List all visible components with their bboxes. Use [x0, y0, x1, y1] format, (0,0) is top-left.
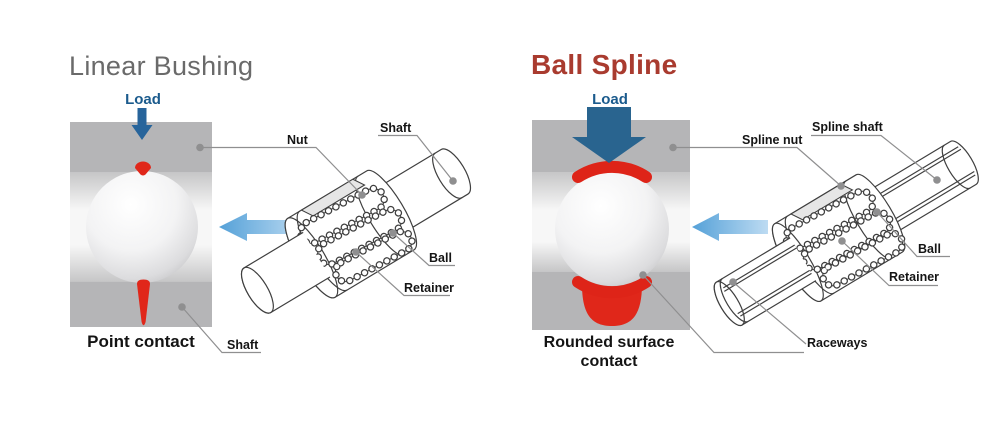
label-spline-shaft: Spline shaft [812, 120, 883, 134]
label-shaft-bottom: Shaft [227, 338, 259, 352]
left-motion-arrow [219, 213, 306, 241]
right-contact-caption: Rounded surface contact [543, 334, 675, 371]
label-retainer-left: Retainer [404, 281, 455, 295]
right-ball [555, 172, 669, 286]
right-panel-title: Ball Spline [531, 49, 678, 80]
point-contact-markers [135, 161, 151, 326]
right-load-arrow [572, 107, 646, 163]
left-contact-caption: Point contact [87, 332, 195, 351]
right-load-label: Load [592, 91, 628, 108]
rounded-contact-markers [572, 160, 652, 326]
right-motion-arrow [692, 213, 768, 241]
label-ball-right: Ball [918, 242, 941, 256]
left-load-label: Load [125, 91, 161, 108]
left-ball [86, 171, 198, 283]
label-raceways: Raceways [807, 336, 868, 350]
label-ball-left: Ball [429, 251, 452, 265]
left-panel-title: Linear Bushing [69, 51, 254, 81]
label-retainer-right: Retainer [889, 270, 940, 284]
label-spline-nut: Spline nut [742, 133, 803, 147]
label-shaft-top: Shaft [380, 121, 412, 135]
label-nut: Nut [287, 133, 308, 147]
left-load-arrow [131, 108, 153, 140]
left-housing-box [70, 122, 212, 327]
leader-lines [178, 134, 950, 354]
linear-bushing-illustration [240, 148, 472, 314]
